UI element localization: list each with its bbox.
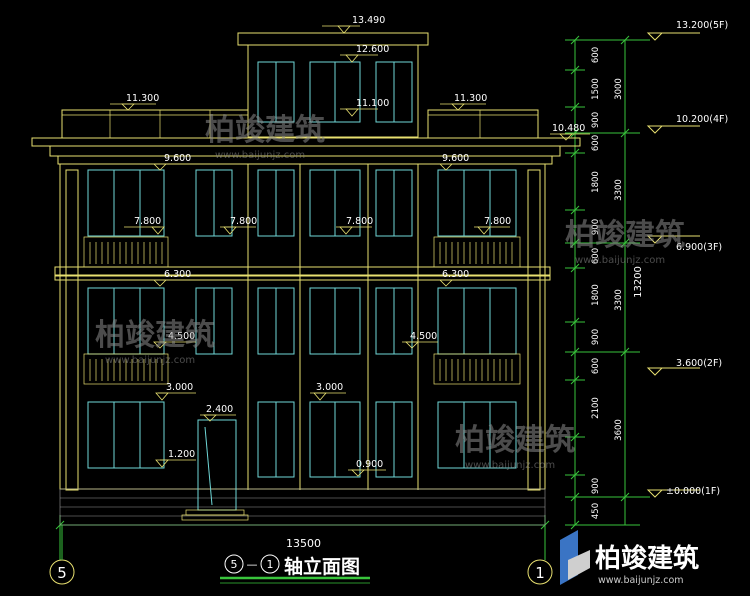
axis-label-right: 1: [535, 564, 545, 582]
drawing-title: [220, 554, 370, 584]
axis-bubble-right: [527, 559, 553, 585]
logo-url-text: www.baijunjz.com: [598, 575, 684, 586]
elev-parapet-mid: 11.100: [356, 98, 389, 109]
watermark-brand-4: 柏竣建筑: [455, 423, 575, 458]
level-markers: [646, 32, 700, 498]
dim-story-1: 3000: [614, 78, 624, 100]
level-3f: 6.900(3F): [676, 242, 722, 253]
windows: [87, 61, 517, 511]
watermark-url-4: www.baijunjz.com: [465, 460, 555, 471]
elev-sill-h: 0.900: [356, 459, 383, 470]
elev-sill-c: 7.800: [346, 216, 373, 227]
elev-sill-b: 7.800: [230, 216, 257, 227]
elev-f4-right: 9.600: [442, 153, 469, 164]
watermark-brand-3: 柏竣建筑: [95, 318, 215, 353]
title-circle-right: [260, 554, 280, 574]
dim-story-4: 3600: [614, 419, 624, 441]
elev-sill-d: 7.800: [484, 216, 511, 227]
level-2f: 3.600(2F): [676, 358, 722, 369]
watermark-url-2: www.baijunjz.com: [575, 255, 665, 266]
level-1f: ±0.000(1F): [666, 486, 720, 497]
dim-7: 600: [591, 248, 601, 264]
elev-sill-g: 1.200: [168, 449, 195, 460]
level-4f: 10.200(4F): [676, 114, 728, 125]
elev-parapet-right: 11.300: [454, 93, 487, 104]
elev-f3-right: 6.300: [442, 269, 469, 280]
elev-f4-left: 9.600: [164, 153, 191, 164]
elevation-callouts: [110, 25, 590, 477]
brand-logo: 柏竣建筑 www.baijunjz.com: [560, 530, 699, 586]
title-circle-left: [224, 554, 244, 574]
elev-sill-a: 7.800: [134, 216, 161, 227]
dim-13: 450: [591, 503, 601, 519]
elev-top: 13.490: [352, 15, 385, 26]
dim-10: 600: [591, 358, 601, 374]
balcony-rails: [83, 236, 521, 521]
total-width-dim: 13500: [286, 537, 321, 550]
elev-eave: 10.480: [552, 123, 585, 134]
dim-4: 600: [591, 135, 601, 151]
title-text: 轴立面图: [284, 555, 360, 578]
dim-story-2: 3300: [614, 179, 624, 201]
axis-label-left: 5: [57, 564, 67, 582]
dim-12: 900: [591, 478, 601, 494]
dim-5: 1800: [591, 171, 601, 193]
title-dash: —: [247, 558, 258, 571]
watermark-brand-2: 柏竣建筑: [565, 218, 685, 253]
dim-2: 1500: [591, 78, 601, 100]
level-5f: 13.200(5F): [676, 20, 728, 31]
elev-door-top: 2.400: [206, 404, 233, 415]
elev-sill-e: 4.500: [168, 331, 195, 342]
title-prefix-left: 5: [231, 558, 238, 571]
dim-6: 900: [591, 219, 601, 235]
roof-railings: [62, 110, 538, 138]
dim-total-height: 13200: [633, 266, 644, 298]
dim-3: 900: [591, 112, 601, 128]
elev-roof-stair: 12.600: [356, 44, 389, 55]
logo-brand-text: 柏竣建筑: [595, 543, 699, 574]
logo-mark-accent-icon: [568, 550, 590, 580]
elev-head-b: 3.000: [316, 382, 343, 393]
dim-11: 2100: [591, 397, 601, 419]
dim-9: 900: [591, 329, 601, 345]
elev-parapet-left: 11.300: [126, 93, 159, 104]
brick-plinth: [59, 488, 546, 526]
elev-f3-left: 6.300: [164, 269, 191, 280]
title-prefix-right: 1: [267, 558, 274, 571]
dim-1: 600: [591, 47, 601, 63]
watermarks: 柏竣建筑 www.baijunjz.com 柏竣建筑 www.baijunjz.…: [95, 113, 685, 471]
dim-story-3: 3300: [614, 289, 624, 311]
watermark-url-3: www.baijunjz.com: [105, 355, 195, 366]
watermark-brand-1: 柏竣建筑: [205, 113, 325, 148]
dim-8: 1800: [591, 284, 601, 306]
watermark-url-1: www.baijunjz.com: [215, 150, 305, 161]
elev-head-a: 3.000: [166, 382, 193, 393]
elev-sill-f: 4.500: [410, 331, 437, 342]
